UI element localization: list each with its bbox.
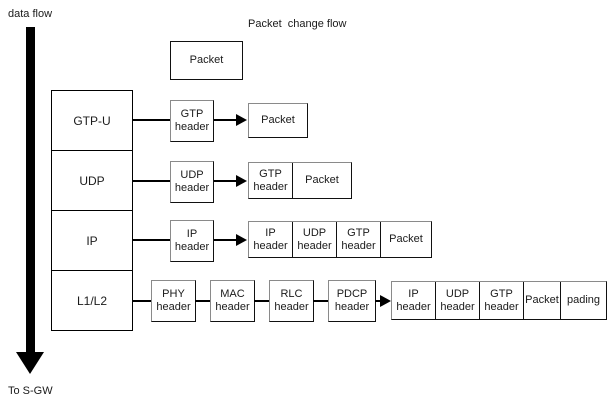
segment-udp-header: UDP header — [436, 282, 480, 319]
segment-packet: Packet — [293, 163, 351, 198]
header-box-label: IP header — [174, 228, 210, 253]
data-flow-arrow-shaft — [26, 27, 35, 353]
header-box-label: PHY header — [156, 288, 191, 313]
to-sgw-label: To S-GW — [8, 385, 53, 397]
ip-row-result: IP header UDP header GTP header Packet — [248, 221, 432, 258]
segment-label: pading — [566, 294, 601, 306]
stack-layer-gtp-u: GTP-U — [52, 91, 132, 151]
segment-label: GTP header — [341, 226, 376, 252]
segment-gtp-header: GTP header — [337, 222, 381, 257]
diagram-title: Packet change flow — [248, 18, 347, 30]
l1-l2-link-phy-mac — [195, 300, 212, 303]
l1-l2-row-header-box-phy: PHY header — [151, 280, 196, 322]
gtp-u-row-arrow-line — [214, 119, 238, 122]
l1-l2-row-connector-line — [133, 300, 153, 303]
gtp-u-row-header-box-gtp: GTP header — [170, 100, 214, 142]
l1-l2-row-header-box-rlc: RLC header — [269, 280, 314, 322]
header-box-label: UDP header — [174, 169, 210, 194]
header-box-label: GTP header — [174, 108, 210, 133]
gtp-u-row-connector-line — [133, 119, 171, 122]
udp-row-arrow-line — [214, 180, 238, 183]
ip-row-arrow-head — [236, 234, 247, 246]
segment-label: GTP header — [253, 167, 288, 193]
stack-layer-label: IP — [86, 233, 98, 248]
l1-l2-row-result: IP header UDP header GTP header Packet p… — [391, 281, 607, 320]
header-box-label: PDCP header — [334, 288, 370, 313]
l1-l2-link-mac-rlc — [254, 300, 271, 303]
header-box-label: MAC header — [215, 288, 250, 313]
segment-ip-header: IP header — [249, 222, 293, 257]
segment-label: UDP header — [297, 226, 332, 252]
segment-label: IP header — [396, 287, 431, 313]
segment-padding: pading — [561, 282, 606, 319]
l1-l2-row-header-box-pdcp: PDCP header — [328, 280, 376, 322]
l1-l2-row-header-box-mac: MAC header — [210, 280, 255, 322]
top-packet-label: Packet — [189, 54, 224, 66]
segment-label: Packet — [389, 233, 423, 245]
segment-udp-header: UDP header — [293, 222, 337, 257]
protocol-stack: GTP-U UDP IP L1/L2 — [51, 90, 133, 331]
ip-row-arrow-line — [214, 239, 238, 242]
header-box-label: RLC header — [274, 288, 309, 313]
segment-packet: Packet — [524, 282, 561, 319]
stack-layer-label: L1/L2 — [76, 293, 108, 308]
segment-label: Packet — [305, 174, 339, 186]
segment-gtp-header: GTP header — [249, 163, 293, 198]
stack-layer-udp: UDP — [52, 151, 132, 211]
gtp-u-row-arrow-head — [236, 114, 247, 126]
segment-gtp-header: GTP header — [480, 282, 524, 319]
segment-ip-header: IP header — [392, 282, 436, 319]
udp-row-result: GTP header Packet — [248, 162, 352, 199]
l1-l2-row-arrow-line — [375, 300, 383, 303]
stack-layer-label: UDP — [79, 173, 105, 188]
ip-row-header-box-ip: IP header — [170, 220, 214, 262]
l1-l2-link-rlc-pdcp — [313, 300, 330, 303]
segment-packet: Packet — [249, 104, 307, 137]
udp-row-header-box-udp: UDP header — [170, 161, 214, 203]
stack-layer-ip: IP — [52, 211, 132, 271]
data-flow-arrow-head — [16, 352, 44, 374]
segment-label: GTP header — [484, 287, 519, 313]
ip-row-connector-line — [133, 239, 171, 242]
segment-packet: Packet — [381, 222, 431, 257]
top-packet-box: Packet — [170, 41, 243, 80]
data-flow-label: data flow — [8, 8, 53, 20]
segment-label: Packet — [525, 294, 559, 306]
stack-layer-label: GTP-U — [73, 113, 111, 128]
stack-layer-l1-l2: L1/L2 — [52, 271, 132, 330]
gtp-u-row-result: Packet — [248, 103, 308, 138]
segment-label: IP header — [253, 226, 288, 252]
udp-row-arrow-head — [236, 175, 247, 187]
l1-l2-row-arrow-head — [380, 295, 391, 307]
segment-label: UDP header — [440, 287, 475, 313]
udp-row-connector-line — [133, 180, 171, 183]
segment-label: Packet — [261, 114, 295, 126]
